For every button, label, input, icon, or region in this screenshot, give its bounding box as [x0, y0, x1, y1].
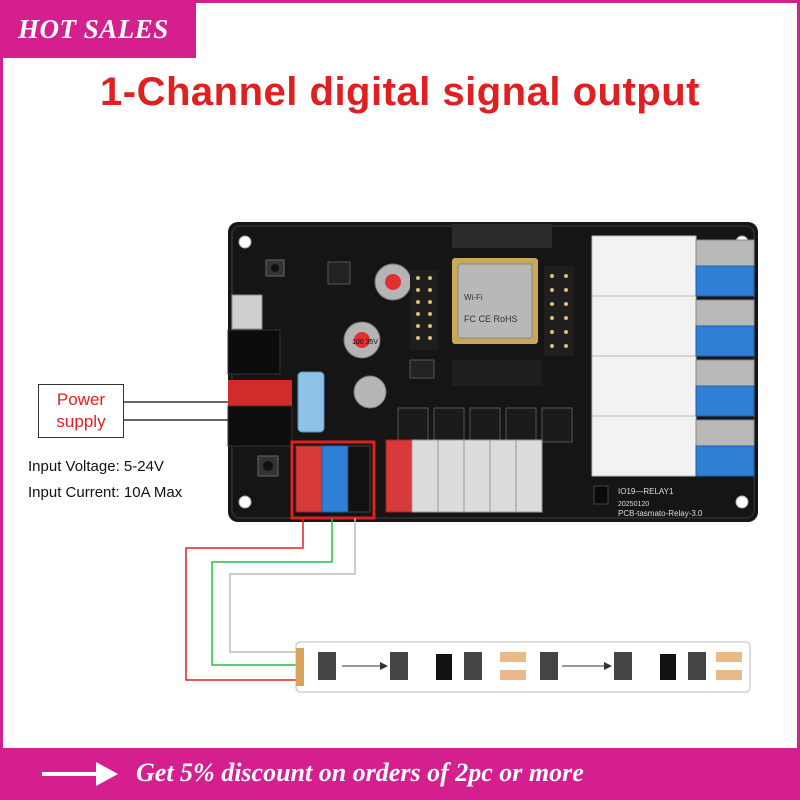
page-title: 1-Channel digital signal output — [100, 70, 700, 114]
signal-terminal — [290, 440, 376, 520]
module-cert-text: FC CE RoHS — [464, 314, 518, 324]
relay-bank — [591, 235, 697, 477]
power-label-line1: Power — [56, 390, 106, 409]
silkscreen-relay: IO19—RELAY1 — [618, 487, 674, 496]
discount-text: Get 5% discount on orders of 2pc or more — [136, 758, 584, 787]
output-terminal-block — [385, 439, 543, 513]
cap-text: 100 35V — [352, 339, 378, 346]
arrow-right-icon — [42, 762, 118, 786]
led-strip — [295, 641, 751, 693]
relay-terminals — [695, 239, 755, 477]
power-wires — [124, 401, 228, 421]
signal-wires — [185, 518, 356, 681]
module-text: Wi-Fi — [464, 293, 483, 302]
hot-sales-badge: HOT SALES — [0, 0, 196, 58]
power-label-line2: supply — [56, 412, 106, 431]
silkscreen-date: 20250120 — [618, 501, 649, 508]
power-supply-label: Power supply — [38, 384, 124, 438]
input-current-spec: Input Current: 10A Max — [28, 484, 183, 501]
silkscreen-model: PCB-tasmato-Relay-3.0 — [618, 509, 703, 518]
hot-sales-label: HOT SALES — [18, 14, 169, 44]
input-voltage-spec: Input Voltage: 5-24V — [28, 458, 164, 475]
pcb-board: 100 35V Wi-Fi FC CE RoHS — [227, 222, 758, 522]
promo-footer: Get 5% discount on orders of 2pc or more — [0, 748, 800, 800]
